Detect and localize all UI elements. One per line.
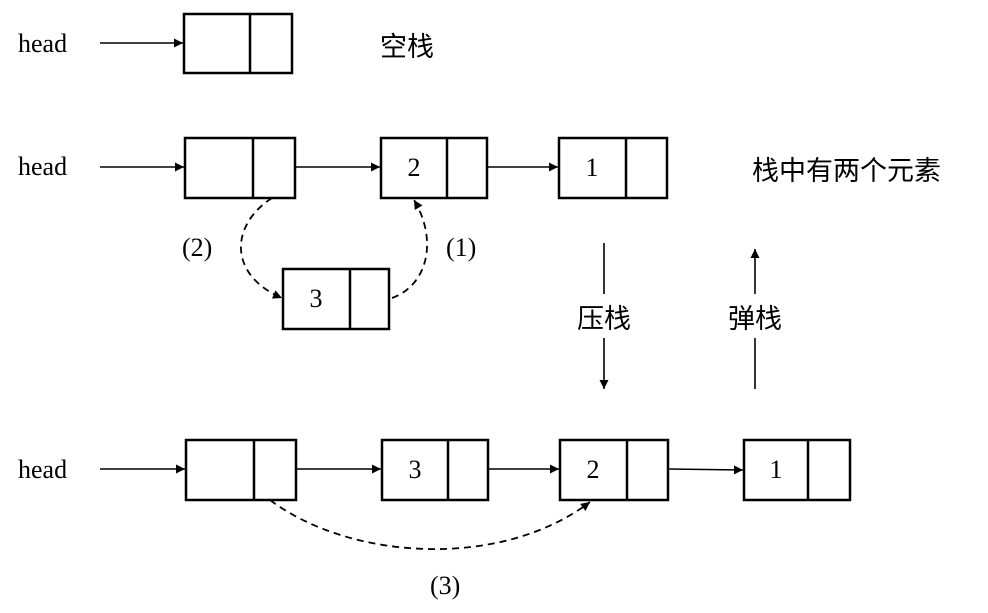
node-value-1-row2: 1 bbox=[586, 153, 599, 182]
step-1-label: (1) bbox=[446, 233, 476, 262]
head-label-row2: head bbox=[18, 152, 67, 181]
node-value-3-row3: 3 bbox=[409, 455, 422, 484]
empty-stack-caption: 空栈 bbox=[380, 32, 434, 63]
step-3-dashed-arrow bbox=[269, 499, 591, 550]
node-2-row3: 2 bbox=[558, 438, 670, 502]
step-1-dashed-arrow bbox=[391, 199, 428, 299]
pop-label: 弹栈 bbox=[728, 304, 782, 335]
push-label: 压栈 bbox=[577, 304, 631, 335]
node-2-row2: 2 bbox=[379, 136, 489, 200]
head-node-empty bbox=[182, 12, 294, 75]
node-value-1-row3: 1 bbox=[770, 455, 783, 484]
node-value-2-row2: 2 bbox=[408, 153, 421, 182]
node-1-row2: 1 bbox=[557, 136, 669, 200]
head-label-row3: head bbox=[18, 455, 67, 484]
node-value-2-row3: 2 bbox=[587, 455, 600, 484]
step-3-label: (3) bbox=[430, 571, 460, 600]
two-elements-caption: 栈中有两个元素 bbox=[752, 156, 941, 187]
node-value-3-new: 3 bbox=[310, 284, 323, 313]
step-2-label: (2) bbox=[182, 233, 212, 262]
head-node-row2 bbox=[183, 136, 297, 200]
step-2-dashed-arrow bbox=[240, 197, 283, 299]
head-node-row3 bbox=[184, 438, 298, 502]
head-label-empty: head bbox=[18, 29, 67, 58]
new-node-3: 3 bbox=[281, 267, 391, 331]
node-3-row3: 3 bbox=[380, 438, 490, 502]
next-arrow-row3-c bbox=[667, 465, 744, 475]
node-1-row3: 1 bbox=[742, 438, 852, 502]
